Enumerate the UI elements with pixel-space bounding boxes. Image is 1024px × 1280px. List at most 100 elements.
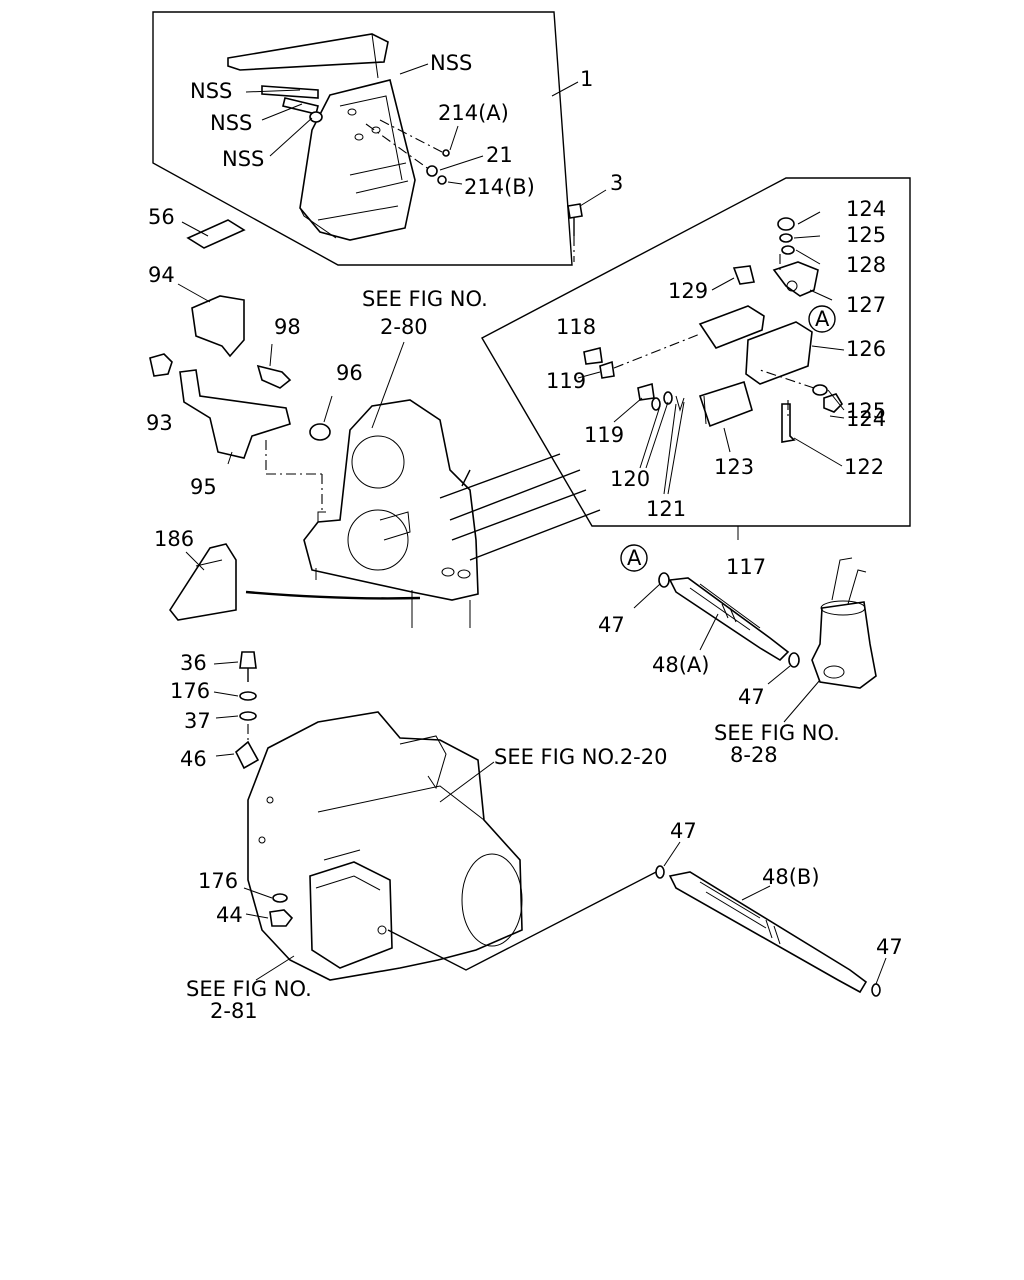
part-98 (256, 364, 292, 389)
part-119a (599, 360, 615, 379)
master-cylinder-group (481, 177, 911, 540)
hose-48b (655, 841, 887, 997)
label-98: 98 (274, 315, 301, 339)
label-126: 126 (846, 337, 886, 361)
label-214a: 214(A) (438, 101, 509, 125)
bolt-3 (567, 189, 607, 262)
label-94: 94 (148, 263, 175, 287)
part-46 (235, 740, 260, 770)
label-176-b: 176 (198, 869, 238, 893)
part-21 (426, 165, 438, 177)
part-123 (698, 380, 753, 428)
label-125-side: 125 (846, 399, 886, 423)
pedal-arm (227, 33, 389, 71)
part-125-top (779, 233, 793, 243)
part-121 (675, 395, 685, 412)
part-129 (732, 265, 755, 285)
label-nss-4: NSS (222, 147, 264, 171)
label-47-a: 47 (598, 613, 625, 637)
label-21: 21 (486, 143, 513, 167)
label-122: 122 (844, 455, 884, 479)
part-127 (772, 261, 819, 297)
label-125-top: 125 (846, 223, 886, 247)
label-123: 123 (714, 455, 754, 479)
part-119b (637, 382, 655, 401)
part-44 (269, 909, 294, 927)
master-cylinder (698, 305, 765, 349)
part-176a (239, 691, 257, 701)
label-3: 3 (610, 171, 623, 195)
part-120a (651, 397, 661, 411)
label-see-8-28-line1: SEE FIG NO. (714, 721, 840, 745)
label-circle-a-lower: A (627, 546, 642, 570)
part-120b (663, 391, 673, 405)
bracket-group (149, 283, 333, 510)
label-117: 117 (726, 555, 766, 579)
label-118: 118 (556, 315, 596, 339)
label-48b: 48(B) (762, 865, 820, 889)
part-176b (272, 893, 288, 903)
pedal-bracket (299, 79, 416, 241)
part-96 (309, 423, 331, 441)
label-see-2-80-line2: 2-80 (380, 315, 428, 339)
label-48a: 48(A) (652, 653, 709, 677)
part-125-side (812, 384, 828, 396)
part-122 (781, 403, 796, 443)
label-186: 186 (154, 527, 194, 551)
wire (245, 590, 421, 600)
pedal-assembly-group (152, 11, 579, 266)
label-93: 93 (146, 411, 173, 435)
part-124-side (823, 393, 844, 413)
transmission (243, 711, 661, 981)
hose-48a (620, 544, 800, 685)
label-124-side: 124 (846, 407, 886, 431)
label-214b: 214(B) (464, 175, 535, 199)
part-47c (655, 865, 665, 879)
label-127: 127 (846, 293, 886, 317)
label-129: 129 (668, 279, 708, 303)
label-44: 44 (216, 903, 243, 927)
part-36 (239, 651, 257, 669)
part-186 (169, 543, 237, 621)
part-94 (191, 295, 245, 358)
label-95: 95 (190, 475, 217, 499)
label-circle-a-upper: A (815, 307, 830, 331)
nss-washer (309, 111, 323, 123)
label-124-top: 124 (846, 197, 886, 221)
label-47-d: 47 (876, 935, 903, 959)
label-37: 37 (184, 709, 211, 733)
part-56 (186, 219, 246, 249)
part-47d (871, 983, 881, 997)
part-214b (437, 175, 447, 185)
label-96: 96 (336, 361, 363, 385)
label-see-2-81-line1: SEE FIG NO. (186, 977, 312, 1001)
label-1: 1 (580, 67, 593, 91)
stud-stack (213, 651, 277, 861)
part-124-top (777, 217, 795, 231)
label-56: 56 (148, 205, 175, 229)
part-93 (149, 353, 173, 377)
label-see-2-80-line1: SEE FIG NO. (362, 287, 488, 311)
label-36: 36 (180, 651, 207, 675)
switch-assembly (783, 557, 877, 723)
part-47a (658, 572, 670, 588)
label-120: 120 (610, 467, 650, 491)
part-118 (583, 347, 603, 365)
label-see-2-20: SEE FIG NO.2-20 (494, 745, 668, 769)
label-47-c: 47 (670, 819, 697, 843)
engine-block (303, 341, 601, 628)
label-see-8-28-line2: 8-28 (730, 743, 778, 767)
label-121: 121 (646, 497, 686, 521)
label-176-a: 176 (170, 679, 210, 703)
part-128 (781, 245, 795, 255)
part-47b (788, 652, 800, 668)
label-nss-3: NSS (210, 111, 252, 135)
nss-pin-2 (282, 97, 319, 115)
part-126 (745, 321, 813, 385)
group-117-outline (481, 177, 911, 527)
part-214a (442, 149, 450, 157)
label-47-b: 47 (738, 685, 765, 709)
callout-a-circle (808, 305, 836, 333)
label-nss-top: NSS (430, 51, 472, 75)
label-119-a: 119 (546, 369, 586, 393)
